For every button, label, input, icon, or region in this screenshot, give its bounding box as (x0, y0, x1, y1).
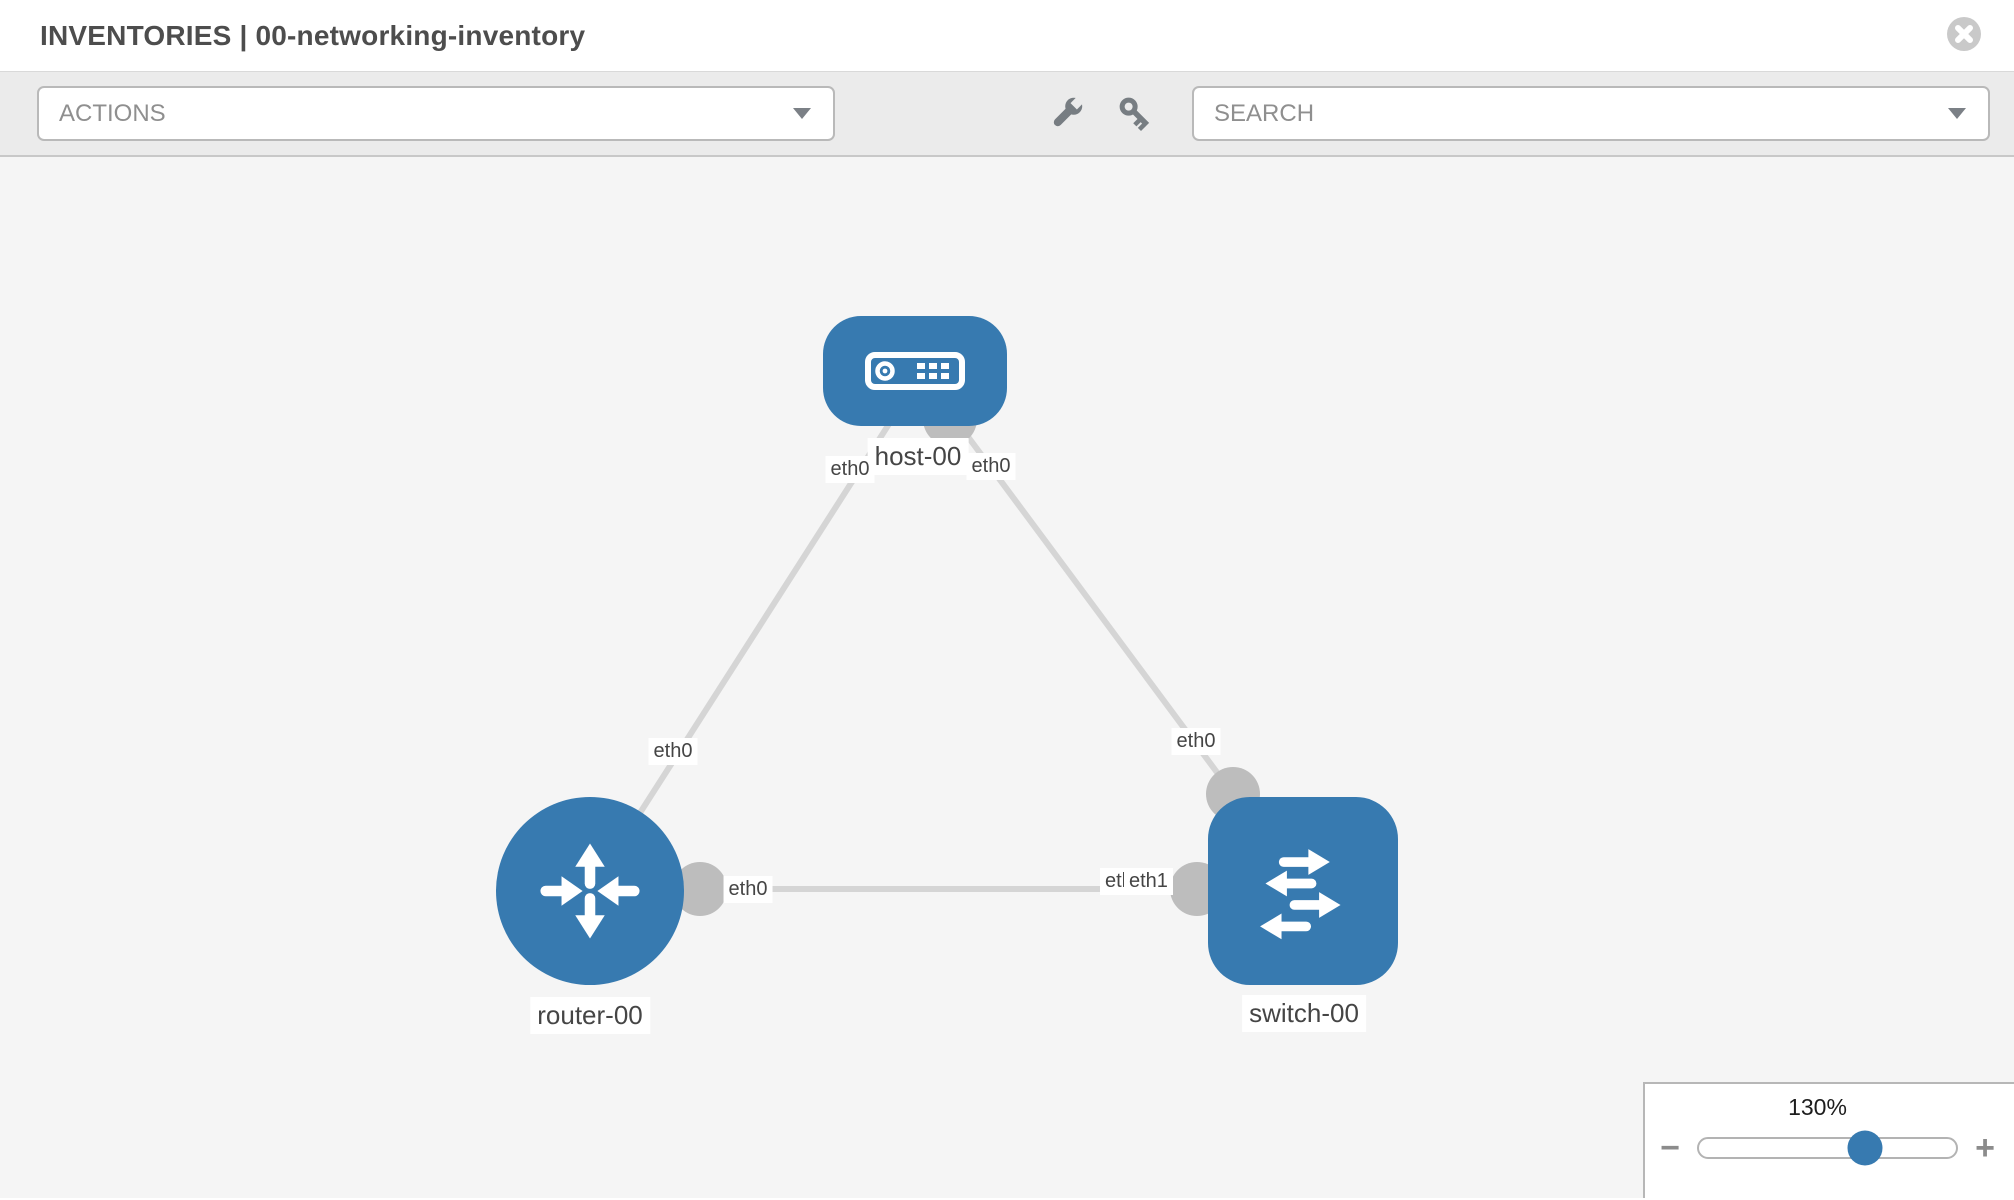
host-icon (865, 352, 965, 390)
interface-label-host-eth0-right: eth0 (966, 453, 1016, 480)
switch-icon (1260, 849, 1341, 940)
interface-label-router-eth0: eth0 (723, 876, 773, 903)
zoom-slider-row: − + (1655, 1129, 2000, 1167)
router-icon (540, 843, 640, 939)
node-label-host: host-00 (867, 438, 969, 475)
key-button[interactable] (1116, 94, 1154, 132)
header: INVENTORIES | 00-networking-inventory (0, 0, 2014, 72)
node-label-switch: switch-00 (1242, 995, 1366, 1032)
node-host[interactable] (823, 316, 1007, 426)
chevron-down-icon (793, 108, 811, 119)
wrench-icon (1053, 95, 1085, 127)
interface-dot-router[interactable] (673, 862, 727, 916)
chevron-down-icon (1948, 108, 1966, 119)
close-icon (1947, 17, 1981, 51)
node-switch[interactable] (1208, 797, 1398, 985)
zoom-panel: 130% − + (1643, 1082, 2014, 1198)
search-dropdown[interactable]: SEARCH (1192, 86, 1990, 141)
interface-label-host-eth0-left: eth0 (825, 456, 875, 483)
actions-dropdown-label: ACTIONS (59, 99, 166, 127)
zoom-slider-handle[interactable] (1847, 1130, 1883, 1166)
zoom-slider-track[interactable] (1697, 1130, 1958, 1166)
interface-label-router-eth0-uplink: eth0 (648, 738, 698, 765)
search-dropdown-label: SEARCH (1214, 99, 1315, 127)
wrench-button[interactable] (1048, 94, 1086, 132)
links-layer (587, 392, 1303, 916)
node-router[interactable] (496, 797, 684, 985)
interface-label-switch-eth0: eth0 (1171, 728, 1221, 755)
toolbar: ACTIONS SEARCH (0, 72, 2014, 157)
key-icon (1119, 97, 1150, 132)
close-button[interactable] (1946, 16, 1982, 52)
zoom-in-button[interactable]: + (1975, 1129, 1995, 1167)
node-label-router: router-00 (530, 997, 650, 1034)
interface-label-switch-eth1: eth1 (1124, 868, 1173, 895)
zoom-out-button[interactable]: − (1660, 1129, 1680, 1167)
topology-canvas[interactable]: host-00 router-00 switch-00 eth0 eth0 et… (0, 157, 2014, 1198)
actions-dropdown[interactable]: ACTIONS (37, 86, 835, 141)
zoom-level: 130% (1788, 1094, 1847, 1120)
page-title: INVENTORIES | 00-networking-inventory (40, 20, 586, 51)
